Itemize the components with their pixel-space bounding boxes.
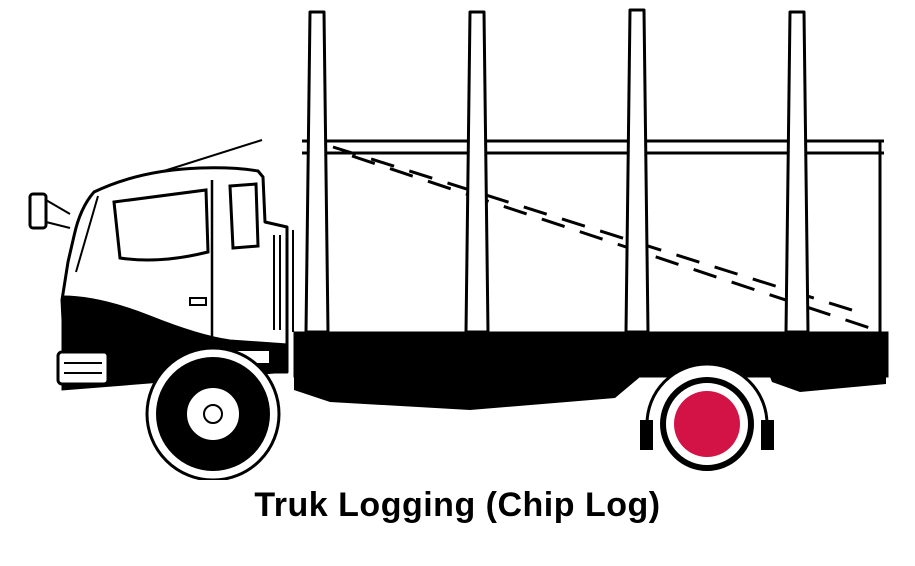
caption: Truk Logging (Chip Log) <box>254 486 661 524</box>
rear-under-skirt <box>770 377 886 392</box>
rear-wheel <box>660 377 754 471</box>
front-hub <box>185 386 241 442</box>
front-wheel <box>145 346 281 480</box>
rear-wheel-red-hub <box>674 391 740 457</box>
front-hub-center <box>203 404 223 424</box>
a-pillar-line <box>75 195 99 273</box>
truck-illustration <box>28 8 889 480</box>
stake-4 <box>784 10 810 334</box>
front-bumper <box>56 350 110 386</box>
door-window <box>112 188 210 262</box>
stake-1 <box>304 10 330 334</box>
mud-flap-left <box>640 420 653 450</box>
stake-2 <box>464 10 490 334</box>
stake-3 <box>624 8 650 334</box>
door-handle <box>189 297 207 306</box>
stakes <box>304 8 810 334</box>
under-bed-skirt <box>294 377 640 410</box>
mud-flap-right <box>761 420 774 450</box>
quarter-window <box>228 182 260 250</box>
side-mirror-icon <box>28 192 71 230</box>
truck-bed <box>293 331 889 410</box>
truck-cab <box>28 139 294 391</box>
